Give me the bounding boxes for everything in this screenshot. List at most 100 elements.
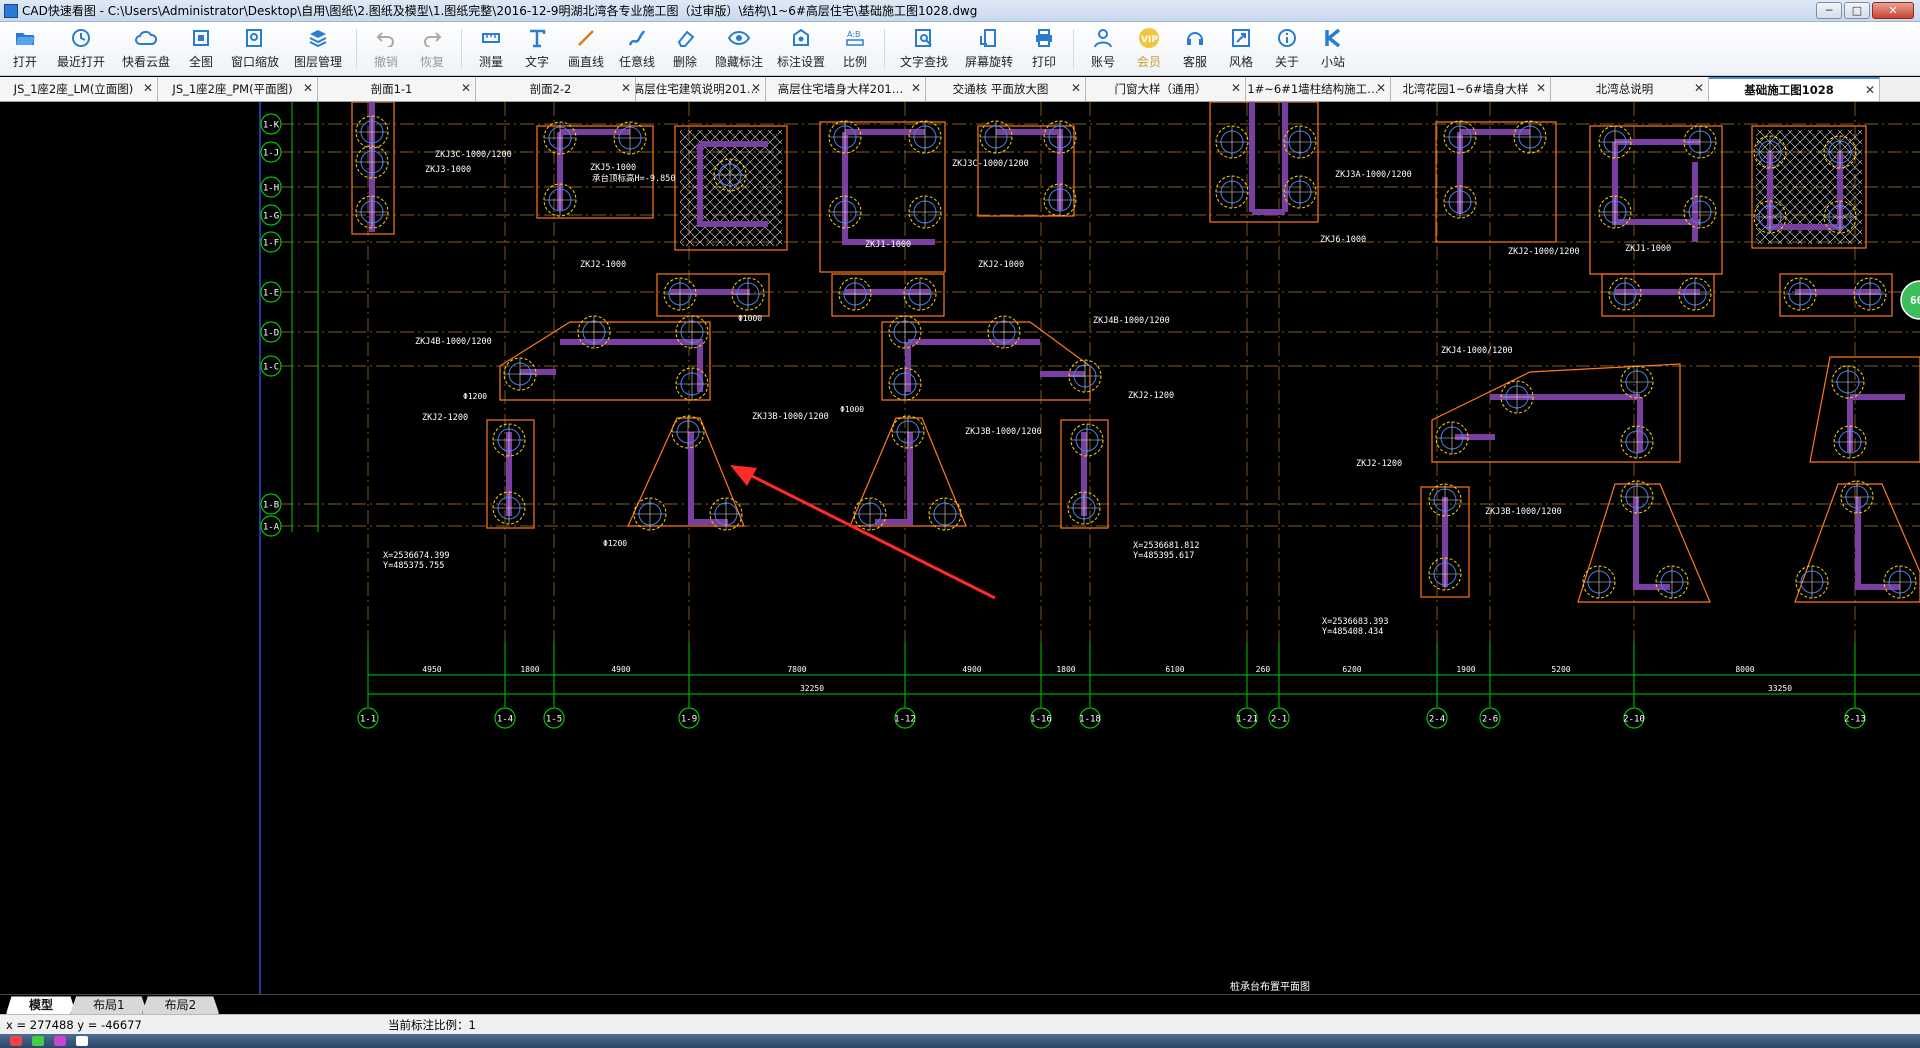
- toolbar-k-logo-button[interactable]: 小站: [1310, 22, 1356, 76]
- toolbar-text-button[interactable]: 文字: [514, 22, 560, 76]
- page-badge: [1900, 280, 1920, 320]
- title-bar: CAD快速看图 - C:\Users\Administrator\Desktop…: [0, 0, 1920, 22]
- axis-row-label: 1-F: [263, 239, 279, 249]
- document-tab[interactable]: 基础施工图1028 ✕: [1709, 77, 1880, 101]
- toolbar-button-label: 打开: [12, 55, 37, 69]
- document-tab[interactable]: 高层住宅墙身大样201…✕: [766, 77, 926, 101]
- pile-cap-label: ZKJ1-1000: [1625, 244, 1671, 254]
- tab-label: 基础施工图1028: [1744, 83, 1834, 97]
- toolbar-headset-button[interactable]: 客服: [1172, 22, 1218, 76]
- axis-col-label: 1-4: [497, 715, 513, 725]
- layout-tab[interactable]: 模型: [6, 996, 77, 1014]
- layout-tab[interactable]: 布局2: [141, 996, 220, 1014]
- axis-row-label: 1-G: [263, 212, 279, 222]
- tab-close-icon[interactable]: ✕: [620, 81, 631, 95]
- tab-close-icon[interactable]: ✕: [142, 81, 153, 95]
- tab-close-icon[interactable]: ✕: [910, 81, 921, 95]
- axis-bubble: [260, 281, 282, 303]
- pile-cap-outline: [1779, 273, 1893, 317]
- axis-row-label: 1-D: [263, 329, 279, 339]
- toolbar-eraser-button[interactable]: 删除: [662, 22, 708, 76]
- toolbar-button-label: 测量: [478, 55, 503, 69]
- total-dimension: 33250: [1768, 684, 1792, 693]
- pile-cap-label: ZKJ2-1200: [1128, 391, 1174, 401]
- pile-cap-label: ZKJ2-1200: [422, 413, 468, 423]
- pile-cap-outline: [1601, 273, 1715, 317]
- toolbar-cloud-button[interactable]: 快看云盘: [114, 22, 178, 76]
- document-tab[interactable]: 剖面2-2✕: [476, 77, 636, 101]
- shear-wall: [697, 144, 768, 227]
- toolbar-style-button[interactable]: 风格: [1218, 22, 1264, 76]
- tab-close-icon[interactable]: ✕: [1864, 83, 1875, 97]
- toolbar-text-search-button[interactable]: 文字查找: [891, 22, 957, 76]
- toolbar-button-label: 小站: [1320, 55, 1345, 69]
- toolbar-ruler-button[interactable]: 测量: [468, 22, 514, 76]
- red-annotation-arrow: [739, 468, 996, 600]
- recent-clock-icon: [70, 27, 92, 49]
- tab-close-icon[interactable]: ✕: [750, 81, 761, 95]
- toolbar-info-button[interactable]: 关于: [1264, 22, 1310, 76]
- minimize-button[interactable]: ─: [1816, 2, 1842, 19]
- document-tab[interactable]: 北湾花园1~6#墙身大样✕: [1391, 77, 1551, 101]
- document-tab[interactable]: 北湾总说明 ✕: [1551, 77, 1709, 101]
- toolbar-recent-clock-button[interactable]: 最近打开: [48, 22, 114, 76]
- document-tab[interactable]: 交通核 平面放大图✕: [926, 77, 1086, 101]
- pile-cap-label: ZKJ2-1000: [580, 260, 626, 270]
- toolbar-folder-open-button[interactable]: 打开: [2, 22, 48, 76]
- document-tab[interactable]: JS_1座2座_LM(立面图)✕: [0, 77, 158, 101]
- toolbar-button-label: 删除: [672, 55, 697, 69]
- toolbar-annotation-settings-button[interactable]: 标注设置: [770, 22, 832, 76]
- coordinate-y: Y=485395.617: [1133, 551, 1194, 561]
- toolbar-fit-view-button[interactable]: 全图: [178, 22, 224, 76]
- toolbar-zoom-window-button[interactable]: 窗口缩放: [224, 22, 286, 76]
- tab-close-icon[interactable]: ✕: [460, 81, 471, 95]
- toolbar-rotate-screen-button[interactable]: 屏幕旋转: [957, 22, 1021, 76]
- document-tab[interactable]: 门窗大样（通用）✕: [1086, 77, 1246, 101]
- tab-close-icon[interactable]: ✕: [1535, 81, 1546, 95]
- tab-close-icon[interactable]: ✕: [1693, 81, 1704, 95]
- pile-cap-label: ZKJ3C-1000/1200: [952, 159, 1029, 169]
- toolbar-separator: [1073, 29, 1074, 69]
- tab-close-icon[interactable]: ✕: [302, 81, 313, 95]
- document-tab[interactable]: JS_1座2座_PM(平面图) ✕: [158, 77, 318, 101]
- tab-close-icon[interactable]: ✕: [1070, 81, 1081, 95]
- pile-cap-outline: [819, 121, 946, 273]
- layout-tab[interactable]: 布局1: [70, 996, 148, 1014]
- taskbar-app-icon[interactable]: [54, 1036, 66, 1046]
- diameter-label: Φ1000: [738, 314, 762, 323]
- taskbar-app-icon[interactable]: [76, 1036, 88, 1046]
- close-button[interactable]: ✕: [1872, 2, 1914, 19]
- toolbar-button-label: 文字查找: [899, 55, 948, 69]
- document-tab[interactable]: 1#~6#1墙柱结构施工…✕: [1246, 77, 1391, 101]
- freehand-icon: [626, 27, 648, 49]
- document-tab[interactable]: 剖面1-1✕: [318, 77, 476, 101]
- svg-text:VIP: VIP: [1141, 35, 1158, 45]
- toolbar-user-button[interactable]: 账号: [1080, 22, 1126, 76]
- diameter-label: Φ1000: [840, 405, 864, 414]
- toolbar-layers-button[interactable]: 图层管理: [286, 22, 350, 76]
- toolbar-redo-button[interactable]: 恢复: [409, 22, 455, 76]
- toolbar-printer-button[interactable]: 打印: [1021, 22, 1067, 76]
- toolbar-freehand-button[interactable]: 任意线: [612, 22, 662, 76]
- os-taskbar: [0, 1034, 1920, 1048]
- axis-col-label: 2-6: [1482, 715, 1498, 725]
- toolbar-button-label: 快看云盘: [121, 55, 170, 69]
- taskbar-app-icon[interactable]: [32, 1036, 44, 1046]
- tab-close-icon[interactable]: ✕: [1375, 81, 1386, 95]
- document-tab[interactable]: 高层住宅建筑说明201…✕: [636, 77, 766, 101]
- tab-label: JS_1座2座_PM(平面图): [172, 82, 293, 96]
- tab-close-icon[interactable]: ✕: [1230, 81, 1241, 95]
- toolbar-undo-button[interactable]: 撤销: [363, 22, 409, 76]
- taskbar-app-icon[interactable]: [10, 1036, 22, 1046]
- maximize-button[interactable]: □: [1844, 2, 1870, 19]
- pile-cap-outline: [1577, 483, 1711, 603]
- toolbar-line-button[interactable]: 画直线: [560, 22, 612, 76]
- tab-label: 北湾总说明: [1595, 82, 1654, 96]
- pile-cap-outline: [881, 321, 1091, 401]
- toolbar-eye-button[interactable]: 隐藏标注: [708, 22, 770, 76]
